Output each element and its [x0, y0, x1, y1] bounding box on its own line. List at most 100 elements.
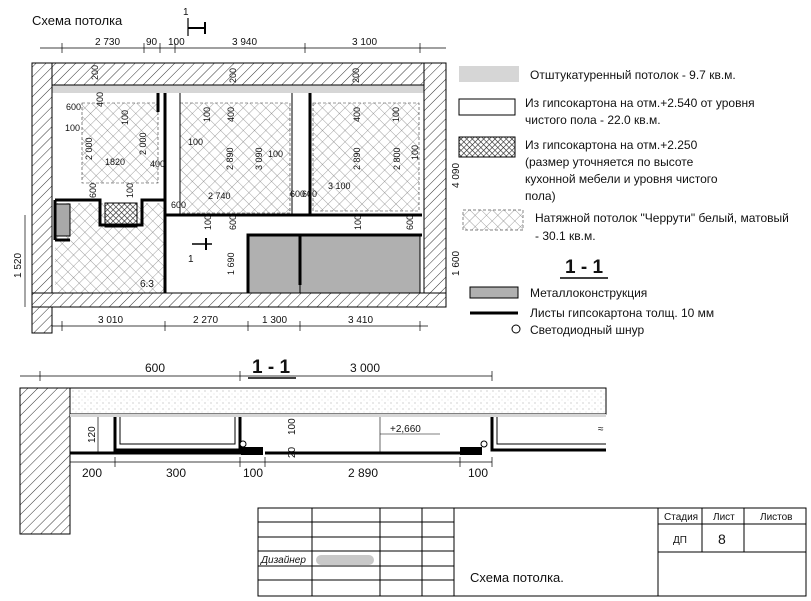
svg-text:600: 600	[302, 189, 317, 199]
svg-text:120: 120	[87, 426, 98, 443]
svg-text:4 090: 4 090	[451, 163, 462, 188]
legend-swatch-plaster	[459, 66, 519, 82]
plan-left-dimension: 1 520	[13, 215, 26, 307]
section-1-1: 1 - 1 600 3 000 ≈	[19, 357, 607, 535]
svg-text:3 940: 3 940	[232, 37, 257, 48]
svg-text:100: 100	[125, 183, 135, 198]
room1-kitchen-box	[104, 202, 138, 228]
svg-text:200: 200	[351, 68, 361, 83]
svg-text:400: 400	[352, 107, 362, 122]
svg-text:200: 200	[82, 466, 102, 480]
svg-text:200: 200	[228, 68, 238, 83]
section-title: 1 - 1	[252, 357, 290, 378]
room1-stretch	[81, 102, 159, 184]
svg-text:2 000: 2 000	[84, 137, 94, 160]
svg-text:1 520: 1 520	[13, 253, 24, 278]
svg-text:200: 200	[90, 65, 100, 80]
svg-text:600: 600	[228, 215, 238, 230]
room1-gray-block	[55, 203, 71, 237]
svg-text:100: 100	[391, 107, 401, 122]
svg-text:3 410: 3 410	[348, 315, 373, 326]
plan-bottom-dimensions: 3 010 2 270 1 300 3 410	[52, 315, 428, 331]
gypsum-lines	[53, 93, 422, 293]
drawing-title: Схема потолка	[32, 13, 123, 28]
floor-plan: 600 100 400 2 000 100 2 000 1820 400 600…	[13, 37, 462, 334]
svg-text:3 000: 3 000	[350, 361, 380, 375]
legend: Отштукатуренный потолок - 9.7 кв.м. Из г…	[458, 66, 789, 337]
svg-text:600: 600	[66, 102, 81, 112]
svg-text:100: 100	[287, 418, 298, 435]
svg-text:1 300: 1 300	[262, 315, 287, 326]
room3-stretch	[312, 102, 420, 212]
metal-structure-1	[247, 234, 301, 294]
section-mark-plan: 1	[188, 238, 212, 265]
legend-swatch-gypsum-2540	[458, 98, 516, 116]
plaster-strip	[52, 85, 424, 93]
legend-swatch-metal	[469, 286, 519, 299]
svg-text:400: 400	[150, 159, 165, 169]
tb-sheet-value: 8	[718, 531, 726, 547]
svg-text:6.3: 6.3	[140, 279, 154, 290]
svg-text:600: 600	[405, 215, 415, 230]
tb-header-stage: Стадия	[664, 512, 698, 523]
wall-right	[423, 62, 447, 308]
section-title-legend: 1 - 1	[565, 257, 603, 278]
svg-text:+2,660: +2,660	[390, 424, 421, 435]
legend-plaster-text: Отштукатуренный потолок - 9.7 кв.м.	[530, 68, 736, 82]
tb-header-sheets: Листов	[760, 512, 793, 523]
room1-dims: 600 100 400 2 000 100 2 000 1820 400 600…	[65, 65, 165, 290]
svg-text:1 600: 1 600	[451, 251, 462, 276]
svg-text:100: 100	[410, 145, 420, 160]
room2-dims: 200 400 100 100 2 890 3 090 100 2 740 60…	[171, 68, 305, 275]
title-block: Стадия Лист Листов ДП 8 Дизайнер Схема п…	[257, 507, 807, 597]
svg-text:1 690: 1 690	[226, 252, 236, 275]
tb-designer-label: Дизайнер	[260, 555, 306, 566]
legend-swatch-stretch	[462, 209, 524, 231]
svg-text:100: 100	[188, 137, 203, 147]
svg-text:20: 20	[287, 446, 298, 458]
tb-designer-name-blurred	[316, 555, 374, 565]
svg-text:2 890: 2 890	[352, 147, 362, 170]
svg-text:2 890: 2 890	[225, 147, 235, 170]
svg-text:≈: ≈	[598, 424, 604, 435]
svg-text:3 100: 3 100	[352, 37, 377, 48]
svg-text:1: 1	[188, 254, 194, 265]
svg-text:Светодиодный шнур: Светодиодный шнур	[530, 323, 644, 337]
svg-text:Натяжной потолок "Черрути" бел: Натяжной потолок "Черрути" белый, матовы…	[535, 211, 789, 225]
svg-text:Из гипсокартона на отм.+2.540: Из гипсокартона на отм.+2.540 от уровня	[525, 96, 755, 110]
legend-swatch-gypsum-2250	[458, 136, 516, 158]
room3-dims: 200 400 100 2 890 2 800 100 3 100 100 60…	[302, 68, 420, 230]
svg-text:600: 600	[171, 200, 186, 210]
svg-text:400: 400	[226, 107, 236, 122]
tb-header-sheet: Лист	[713, 512, 735, 523]
svg-text:600: 600	[145, 361, 165, 375]
svg-text:пола): пола)	[525, 189, 556, 203]
plan-right-dimensions: 4 090 1 600	[445, 93, 462, 293]
svg-text:Листы гипсокартона толщ. 10 мм: Листы гипсокартона толщ. 10 мм	[530, 306, 714, 320]
svg-text:100: 100	[202, 107, 212, 122]
svg-text:(размер уточняется по высоте: (размер уточняется по высоте	[525, 155, 694, 169]
svg-text:3 100: 3 100	[328, 181, 351, 191]
tb-drawing-title: Схема потолка.	[470, 570, 564, 585]
svg-text:400: 400	[95, 92, 105, 107]
svg-text:100: 100	[268, 149, 283, 159]
svg-text:90: 90	[146, 37, 158, 48]
svg-text:1820: 1820	[105, 157, 125, 167]
svg-text:2 890: 2 890	[348, 466, 378, 480]
svg-text:100: 100	[468, 466, 488, 480]
section-mark-top-number: 1	[183, 7, 189, 18]
svg-text:Из гипсокартона на отм.+2.250: Из гипсокартона на отм.+2.250	[525, 138, 698, 152]
tb-stage-value: ДП	[673, 535, 687, 546]
section-slab	[69, 387, 607, 415]
svg-text:кухонной мебели и уровня чисто: кухонной мебели и уровня чистого	[525, 172, 718, 186]
svg-text:2 000: 2 000	[138, 132, 148, 155]
svg-text:100: 100	[353, 215, 363, 230]
plan-top-dimensions: 2 730 90 100 3 940 3 100	[40, 37, 446, 53]
svg-text:600: 600	[88, 183, 98, 198]
svg-text:100: 100	[203, 215, 213, 230]
svg-text:3 010: 3 010	[98, 315, 123, 326]
section-left-wall	[19, 387, 71, 535]
wall-bottom	[31, 292, 447, 308]
svg-text:Металлоконструкция: Металлоконструкция	[530, 286, 647, 300]
